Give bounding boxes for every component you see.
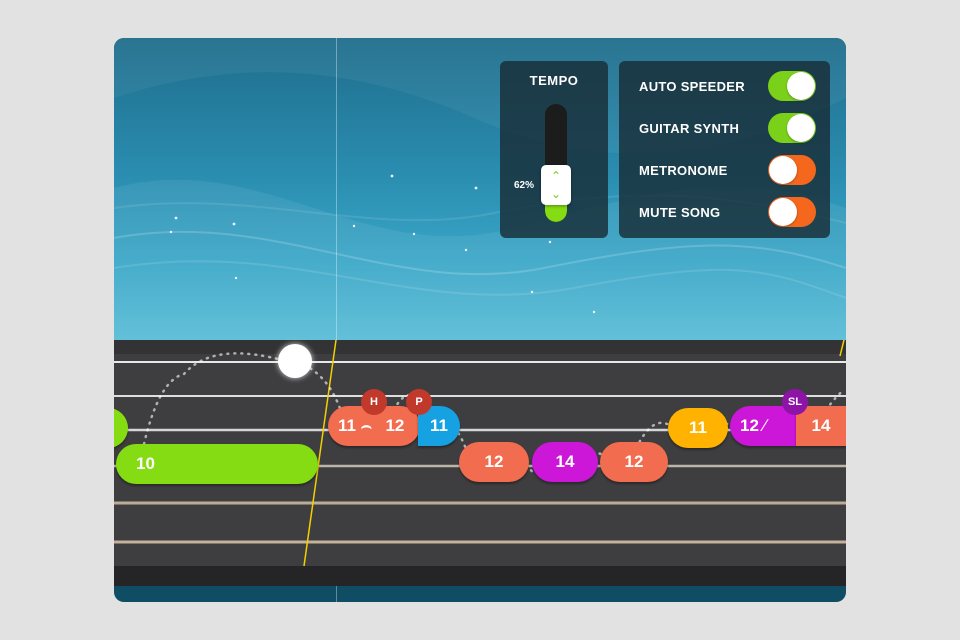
toggle-knob xyxy=(787,114,815,142)
note-14-slide-to: 14 xyxy=(796,406,846,446)
note-14: 14 xyxy=(532,442,598,482)
playback-ball xyxy=(278,344,312,378)
pull-off-badge: P xyxy=(406,389,432,415)
note-10: 10 xyxy=(116,444,318,484)
toggle-label: GUITAR SYNTH xyxy=(639,121,740,136)
note-green-partial xyxy=(114,408,128,448)
note-11-yellow: 11 xyxy=(668,408,728,448)
hammer-on-badge: H xyxy=(361,389,387,415)
tempo-value: 62% xyxy=(514,180,535,191)
tie-arc-icon: ⌢ xyxy=(360,416,372,435)
toggle-row-mute-song: MUTE SONG xyxy=(619,196,830,230)
tempo-title: TEMPO xyxy=(529,73,579,88)
auto-speeder-toggle[interactable] xyxy=(768,71,816,101)
note-11-pull-to: 11 xyxy=(418,406,460,446)
note-label: 12 xyxy=(740,416,759,435)
game-window: TEMPO 62% ⌃ ⌄ AUTO SPEEDER GUITAR SYNTH … xyxy=(114,38,846,602)
toggle-knob xyxy=(787,72,815,100)
guitar-synth-toggle[interactable] xyxy=(768,113,816,143)
slide-badge: SL xyxy=(782,389,808,415)
tempo-slider-handle[interactable]: ⌃ ⌄ xyxy=(541,165,571,205)
toggle-label: METRONOME xyxy=(639,163,728,178)
slide-line-icon: ∕ xyxy=(763,416,767,435)
mute-song-toggle[interactable] xyxy=(768,197,816,227)
note-12: 12 xyxy=(459,442,529,482)
toggle-row-metronome: METRONOME xyxy=(619,154,830,188)
note-12-slide-from: 12 ∕ xyxy=(730,406,796,446)
toggle-knob xyxy=(769,156,797,184)
tempo-panel: TEMPO 62% ⌃ ⌄ xyxy=(500,61,608,238)
playhead-line xyxy=(336,38,337,602)
toggle-label: AUTO SPEEDER xyxy=(639,79,745,94)
chevron-down-icon: ⌄ xyxy=(550,187,562,201)
note-12: 12 xyxy=(600,442,668,482)
toggle-label: MUTE SONG xyxy=(639,205,721,220)
toggle-knob xyxy=(769,198,797,226)
fretboard-bottom-edge xyxy=(114,566,846,586)
toggle-row-guitar-synth: GUITAR SYNTH xyxy=(619,112,830,146)
note-11-hammer-from: 11 xyxy=(338,416,356,435)
metronome-toggle[interactable] xyxy=(768,155,816,185)
toggle-row-auto-speeder: AUTO SPEEDER xyxy=(619,70,830,104)
note-12-hammer-to: 12 xyxy=(385,416,405,435)
chevron-up-icon: ⌃ xyxy=(550,169,562,183)
settings-panel: AUTO SPEEDER GUITAR SYNTH METRONOME MUTE… xyxy=(619,61,830,238)
